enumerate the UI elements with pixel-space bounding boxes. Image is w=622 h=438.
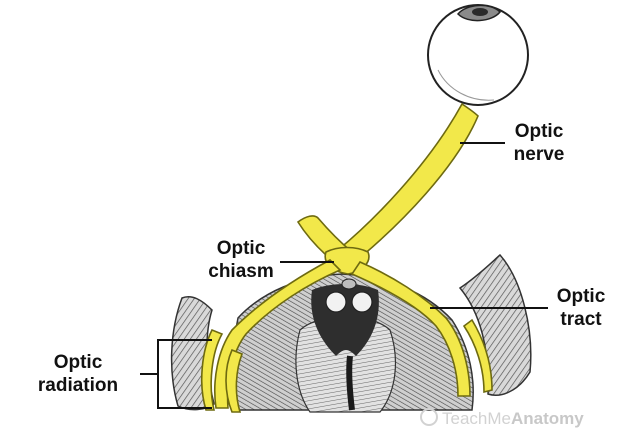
- watermark: TeachMeAnatomy: [420, 408, 584, 429]
- label-optic-nerve-line1: Optic: [514, 121, 564, 142]
- eyeball-icon: [427, 4, 529, 106]
- watermark-part1: TeachMe: [442, 409, 511, 428]
- label-optic-radiation-line1: Optic: [53, 352, 103, 373]
- label-optic-chiasm-line2: chiasm: [208, 261, 274, 282]
- label-optic-tract: Optic tract: [538, 285, 622, 331]
- label-optic-chiasm-line1: Optic: [216, 238, 266, 259]
- mammillary-body-left: [325, 291, 347, 313]
- right-temporal-lobe: [458, 253, 532, 396]
- watermark-logo-icon: [420, 408, 438, 426]
- mammillary-body-right: [351, 291, 373, 313]
- label-optic-nerve: Optic nerve: [494, 120, 584, 166]
- watermark-part2: Anatomy: [510, 409, 584, 428]
- label-optic-tract-line1: Optic: [556, 286, 606, 307]
- label-optic-tract-line2: tract: [560, 309, 602, 330]
- brainstem-tissue: [232, 273, 474, 413]
- label-optic-radiation-line2: radiation: [37, 375, 119, 396]
- label-optic-radiation: Optic radiation: [22, 351, 134, 397]
- label-optic-chiasm: Optic chiasm: [196, 237, 286, 283]
- label-optic-nerve-line2: nerve: [513, 144, 565, 165]
- leader-lines: [140, 142, 548, 409]
- optic-pathway: [200, 102, 493, 413]
